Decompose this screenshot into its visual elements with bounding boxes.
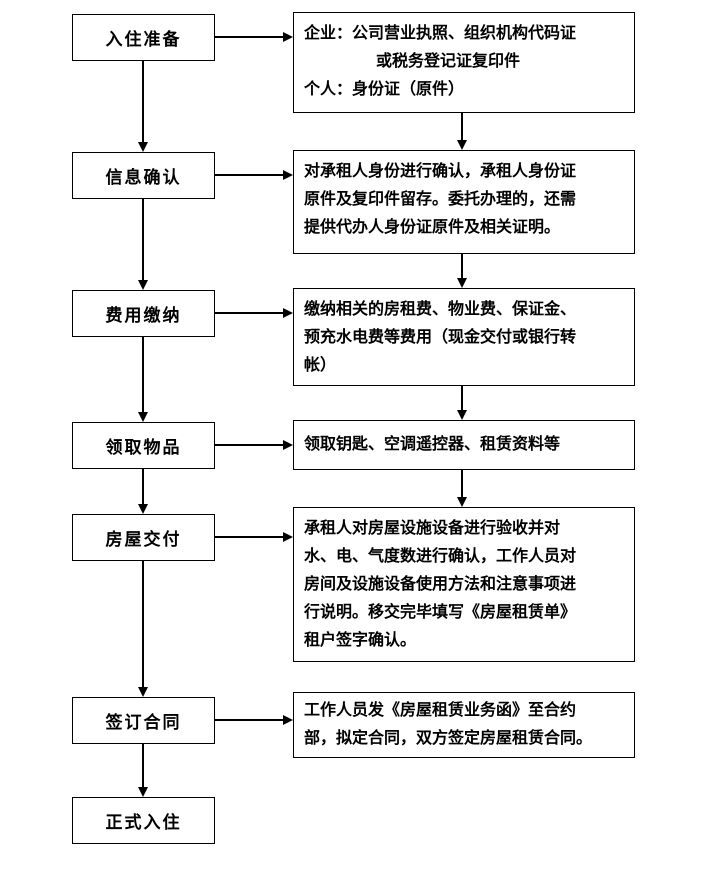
- arrow-down-head: [138, 504, 148, 514]
- detail-line: 企业：公司营业执照、组织机构代码证: [304, 25, 577, 42]
- detail-line: 缴纳相关的房租费、物业费、保证金、: [304, 301, 577, 318]
- step-label: 入住准备: [105, 30, 182, 49]
- step-label: 正式入住: [105, 813, 182, 832]
- detail-line: 帐）: [304, 357, 337, 374]
- detail-box-fee-payment: 缴纳相关的房租费、物业费、保证金、 预充水电费等费用（现金交付或银行转 帐）: [293, 288, 635, 386]
- detail-line: 租户签字确认。: [304, 632, 417, 649]
- arrow-down-shaft: [461, 386, 463, 410]
- arrow-right-shaft: [215, 174, 283, 176]
- arrow-down-head: [138, 412, 148, 422]
- detail-line: 行说明。移交完毕填写《房屋租赁单》: [304, 604, 577, 621]
- detail-line: 或税务登记证复印件: [376, 53, 521, 70]
- step-box-confirm-info: 信息确认: [72, 152, 215, 199]
- step-box-handover: 房屋交付: [72, 514, 215, 561]
- arrow-down-shaft: [142, 199, 144, 280]
- arrow-right-head: [283, 308, 293, 318]
- step-box-prepare: 入住准备: [72, 14, 215, 61]
- detail-line: 领取钥匙、空调遥控器、租赁资料等: [304, 436, 561, 453]
- detail-line: 承租人对房屋设施设备进行验收并对: [304, 520, 561, 537]
- detail-box-inspection: 承租人对房屋设施设备进行验收并对 水、电、气度数进行确认，工作人员对 房间及设施…: [293, 507, 635, 662]
- arrow-right-head: [283, 32, 293, 42]
- arrow-down-head: [457, 278, 467, 288]
- arrow-down-shaft: [461, 254, 463, 278]
- arrow-down-shaft: [461, 113, 463, 140]
- arrow-right-head: [283, 170, 293, 180]
- step-label: 领取物品: [105, 438, 182, 457]
- arrow-down-shaft: [142, 469, 144, 504]
- detail-box-identity-check: 对承租人身份进行确认，承租人身份证 原件及复印件留存。委托办理的，还需 提供代办…: [293, 150, 635, 254]
- arrow-down-head: [457, 410, 467, 420]
- arrow-down-shaft: [142, 61, 144, 142]
- arrow-right-head: [283, 715, 293, 725]
- step-label: 签订合同: [105, 713, 182, 732]
- arrow-right-head: [283, 440, 293, 450]
- arrow-right-head: [283, 532, 293, 542]
- detail-line: 房间及设施设备使用方法和注意事项进: [304, 576, 577, 593]
- arrow-down-head: [457, 497, 467, 507]
- step-label: 信息确认: [105, 168, 182, 187]
- detail-line: 部，拟定合同，双方签定房屋租赁合同。: [304, 730, 593, 747]
- detail-box-documents: 企业：公司营业执照、组织机构代码证 或税务登记证复印件 个人：身份证（原件）: [293, 12, 635, 113]
- arrow-down-head: [138, 787, 148, 797]
- step-box-pay-fees: 费用缴纳: [72, 290, 215, 337]
- detail-box-contract: 工作人员发《房屋租赁业务函》至合约 部，拟定合同，双方签定房屋租赁合同。: [293, 692, 635, 758]
- arrow-right-shaft: [215, 444, 283, 446]
- arrow-down-shaft: [461, 470, 463, 497]
- arrow-down-head: [138, 687, 148, 697]
- step-box-collect-items: 领取物品: [72, 422, 215, 469]
- detail-line: 个人：身份证（原件）: [304, 81, 465, 98]
- step-box-move-in: 正式入住: [72, 797, 215, 844]
- detail-line: 工作人员发《房屋租赁业务函》至合约: [304, 702, 577, 719]
- step-box-sign-contract: 签订合同: [72, 697, 215, 744]
- arrow-right-shaft: [215, 36, 283, 38]
- arrow-down-head: [457, 140, 467, 150]
- detail-line: 提供代办人身份证原件及相关证明。: [304, 219, 561, 236]
- step-label: 费用缴纳: [105, 306, 182, 325]
- arrow-down-shaft: [142, 744, 144, 787]
- arrow-down-shaft: [142, 561, 144, 687]
- detail-box-items: 领取钥匙、空调遥控器、租赁资料等: [293, 420, 635, 470]
- step-label: 房屋交付: [105, 530, 182, 549]
- detail-line: 对承租人身份进行确认，承租人身份证: [304, 163, 577, 180]
- arrow-right-shaft: [215, 536, 283, 538]
- arrow-right-shaft: [215, 312, 283, 314]
- arrow-right-shaft: [215, 719, 283, 721]
- detail-line: 原件及复印件留存。委托办理的，还需: [304, 191, 577, 208]
- detail-line: 预充水电费等费用（现金交付或银行转: [304, 329, 577, 346]
- arrow-down-shaft: [142, 337, 144, 412]
- arrow-down-head: [138, 280, 148, 290]
- arrow-down-head: [138, 142, 148, 152]
- detail-line: 水、电、气度数进行确认，工作人员对: [304, 548, 577, 565]
